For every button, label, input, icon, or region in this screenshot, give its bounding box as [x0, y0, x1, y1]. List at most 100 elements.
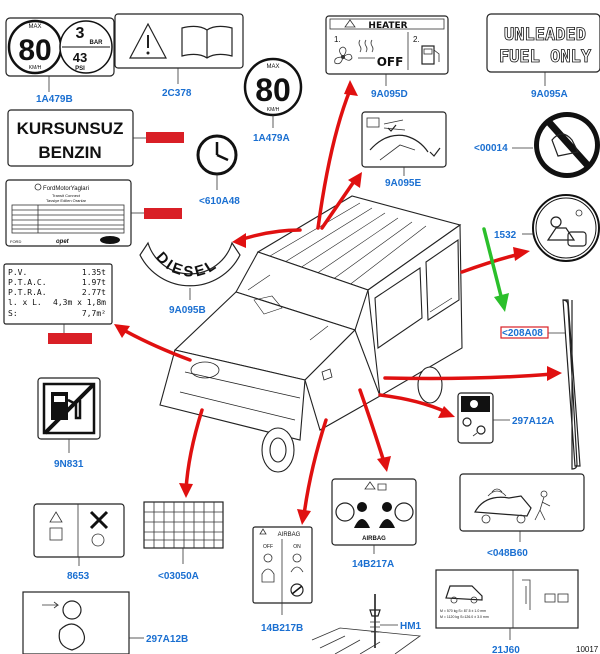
sticker-kursunsuz-benzin[interactable]: KURSUNSUZ BENZIN: [7, 109, 146, 167]
sticker-1532[interactable]: [522, 194, 600, 262]
sticker-unleaded[interactable]: UNLEADED FUEL ONLY: [486, 13, 600, 86]
pv-row3-label: P.T.R.A.: [8, 288, 47, 297]
label-297a12b[interactable]: 297A12B: [146, 634, 188, 645]
airbag-title-text: AIRBAG: [278, 532, 301, 538]
warning-triangle-icon: [129, 22, 167, 59]
label-208a08-box: [500, 326, 549, 339]
label-208a08[interactable]: <208A08: [502, 328, 543, 339]
airbag-on-text: ON: [293, 544, 301, 550]
sticker-diesel[interactable]: DIESEL: [139, 241, 241, 300]
load-text-2: M = 1120 kg S=126.0 ± 3.0 mm: [440, 615, 489, 619]
label-610a48[interactable]: <610A48: [199, 196, 240, 207]
unleaded-line1: UNLEADED: [504, 25, 586, 45]
sticker-297a12a[interactable]: [457, 392, 510, 444]
motoroil-sub1: Transit Connect: [52, 193, 81, 198]
heater-step1: 1.: [334, 35, 341, 44]
heater-off-text: OFF: [377, 55, 404, 69]
label-1a479b[interactable]: 1A479B: [36, 94, 73, 105]
kursunsuz-text: KURSUNSUZ: [17, 119, 124, 138]
label-9a095d[interactable]: 9A095D: [371, 89, 408, 100]
label-8653[interactable]: 8653: [67, 571, 90, 582]
nozzle-icon: [369, 134, 429, 153]
redacted-label-3: [48, 333, 92, 344]
car-icon: [474, 495, 532, 517]
pv-row1-label: P.V.: [8, 268, 27, 277]
diesel-text: DIESEL: [152, 249, 218, 281]
pv-row2-value: 1.97t: [82, 278, 106, 287]
tyre-psi-unit: PSI: [75, 66, 85, 72]
label-00014[interactable]: <00014: [474, 143, 508, 154]
label-14b217b[interactable]: 14B217B: [261, 623, 303, 634]
sticker-motor-oil[interactable]: FordMotorYaglari Transit Connect Tavsiye…: [5, 179, 144, 247]
van-illustration: [159, 195, 463, 473]
sticker-weight-plate[interactable]: P.V. 1.35t P.T.A.C. 1.97t P.T.R.A. 2.77t…: [3, 263, 113, 333]
motoroil-footer-mid: opet: [56, 239, 70, 245]
seat-heat-icon: [358, 39, 375, 59]
heater-step2: 2.: [413, 35, 420, 44]
speed2-unit: KM/H: [267, 107, 280, 113]
benzin-text: BENZIN: [38, 143, 101, 162]
fan-icon-2: [91, 533, 105, 547]
red-arrows: [114, 80, 562, 525]
green-arrow: [482, 227, 509, 312]
svg-text:DIESEL: DIESEL: [152, 249, 221, 281]
speed-unit-text: KM/H: [29, 65, 42, 71]
label-1a479a[interactable]: 1A479A: [253, 133, 290, 144]
pv-row1-value: 1.35t: [82, 268, 106, 277]
sticker-speed-tyre[interactable]: MAX 80 KM/H 3 BAR 43 PSI: [5, 17, 115, 92]
part-floor-grid: [311, 627, 422, 654]
sticker-03050a-grid[interactable]: [143, 501, 224, 564]
label-21j60[interactable]: 21J60: [492, 645, 520, 654]
redacted-label-1: [146, 132, 184, 143]
sticker-8653[interactable]: [33, 503, 125, 566]
label-048b60[interactable]: <048B60: [487, 548, 528, 559]
tyre-bar-unit: BAR: [90, 40, 104, 46]
load-text-1: M = 570 kg S= 87.5 ± 1.0 mm: [440, 609, 486, 613]
unleaded-line2: FUEL ONLY: [499, 47, 592, 67]
sticker-208a08-strip[interactable]: [548, 299, 581, 470]
sticker-048b60[interactable]: [459, 473, 585, 542]
sticker-no-fuel-can[interactable]: [37, 377, 101, 453]
ford-logo-icon: [100, 236, 120, 244]
redacted-label-2: [144, 208, 182, 219]
child-seat-icon: [551, 133, 579, 157]
airbag-label-text: AIRBAG: [362, 536, 386, 542]
sticker-heater[interactable]: HEATER 1. 2. OFF: [325, 15, 449, 86]
label-9n831[interactable]: 9N831: [54, 459, 84, 470]
label-9a095e[interactable]: 9A095E: [385, 178, 421, 189]
person-icon: [540, 490, 548, 498]
sticker-warning-manual[interactable]: [114, 13, 244, 84]
sticker-fuel-nozzle[interactable]: [361, 111, 447, 176]
hand-icon: [58, 623, 85, 651]
pv-row3-value: 2.77t: [82, 288, 106, 297]
label-1532[interactable]: 1532: [494, 230, 517, 241]
speed2-max: MAX: [266, 64, 279, 70]
speed-value-text: 80: [18, 34, 51, 67]
sticker-load-21j60[interactable]: M = 570 kg S= 87.5 ± 1.0 mm M = 1120 kg …: [435, 569, 579, 640]
label-9a095a[interactable]: 9A095A: [531, 89, 568, 100]
label-9a095b[interactable]: 9A095B: [169, 305, 206, 316]
part-hm1-pin[interactable]: [369, 594, 398, 648]
fuel-pump-icon: [421, 45, 440, 65]
label-14b217a[interactable]: 14B217A: [352, 559, 394, 570]
corner-id: 10017: [576, 645, 599, 654]
pv-row5-value: 7,7m²: [82, 309, 106, 318]
motoroil-sub2: Tavsiye Edilen Oranlar: [46, 198, 87, 203]
label-hm1[interactable]: HM1: [400, 621, 422, 632]
motoroil-brand: FordMotorYaglari: [43, 186, 89, 192]
heater-title: HEATER: [368, 21, 407, 31]
sticker-297a12b[interactable]: [22, 591, 144, 654]
sticker-speed[interactable]: MAX 80 KM/H: [243, 57, 303, 128]
pv-row2-label: P.T.A.C.: [8, 278, 47, 287]
label-03050a[interactable]: <03050A: [158, 571, 199, 582]
clock-icon[interactable]: [196, 134, 238, 190]
sticker-airbag[interactable]: AIRBAG: [331, 478, 417, 554]
label-297a12a[interactable]: 297A12A: [512, 416, 554, 427]
book-icon: [181, 25, 233, 59]
label-2c378[interactable]: 2C378: [162, 88, 192, 99]
sticker-airbag-on-off[interactable]: AIRBAG OFF ON: [252, 526, 313, 615]
sticker-no-child-seat[interactable]: [512, 112, 600, 178]
pv-row5-label: S:: [8, 309, 18, 318]
tyre-bar-value: 3: [76, 25, 85, 42]
